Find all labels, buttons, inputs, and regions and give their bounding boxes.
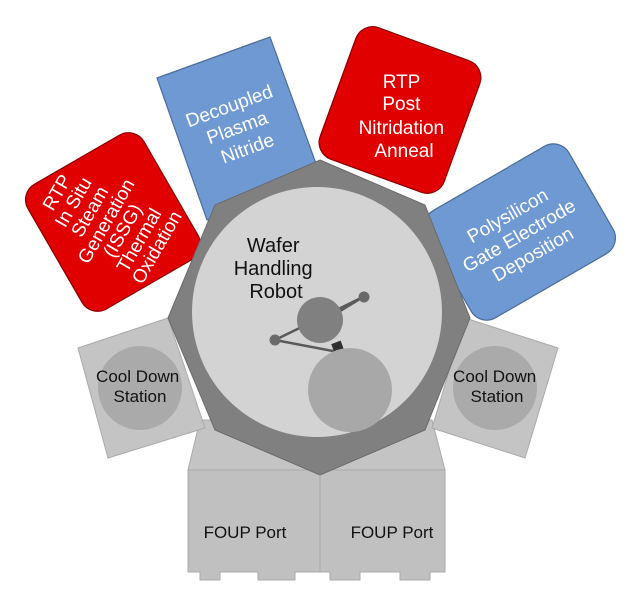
cool-down-station-right-plate bbox=[453, 346, 537, 430]
wafer-handling-robot bbox=[269, 291, 392, 432]
foup-port-right-label: FOUP Port bbox=[351, 523, 434, 542]
robot-pivot-right bbox=[358, 291, 370, 303]
chamber-rtp-pna-label: RTP Post Nitridation Anneal bbox=[359, 72, 450, 162]
robot-end-effector-wafer bbox=[308, 348, 392, 432]
foup-port-left-label: FOUP Port bbox=[204, 523, 287, 542]
chamber-rtp-issg: RTP In Situ Steam Generation (ISSG) Ther… bbox=[24, 132, 202, 312]
robot-hub bbox=[297, 297, 343, 343]
cool-down-station-right: Cool Down Station bbox=[431, 317, 559, 459]
cool-down-station-left: Cool Down Station bbox=[77, 317, 206, 459]
cool-down-station-left-plate bbox=[98, 346, 182, 430]
chamber-polysilicon: Polysilicon Gate Electrode Deposition bbox=[423, 143, 617, 321]
foup-port-right-body bbox=[319, 469, 446, 581]
chamber-rtp-issg-box bbox=[24, 132, 202, 312]
cool-down-station-right-label: Cool Down Station bbox=[453, 367, 541, 406]
chamber-rtp-pna: RTP Post Nitridation Anneal bbox=[318, 26, 482, 194]
robot-label: Wafer Handling Robot bbox=[234, 235, 319, 303]
robot-pivot-left bbox=[269, 334, 281, 346]
chamber-rtp-pna-box bbox=[318, 26, 482, 194]
cool-down-station-left-label: Cool Down Station bbox=[96, 367, 184, 406]
chamber-dpn: Decoupled Plasma Nitride bbox=[156, 36, 323, 221]
